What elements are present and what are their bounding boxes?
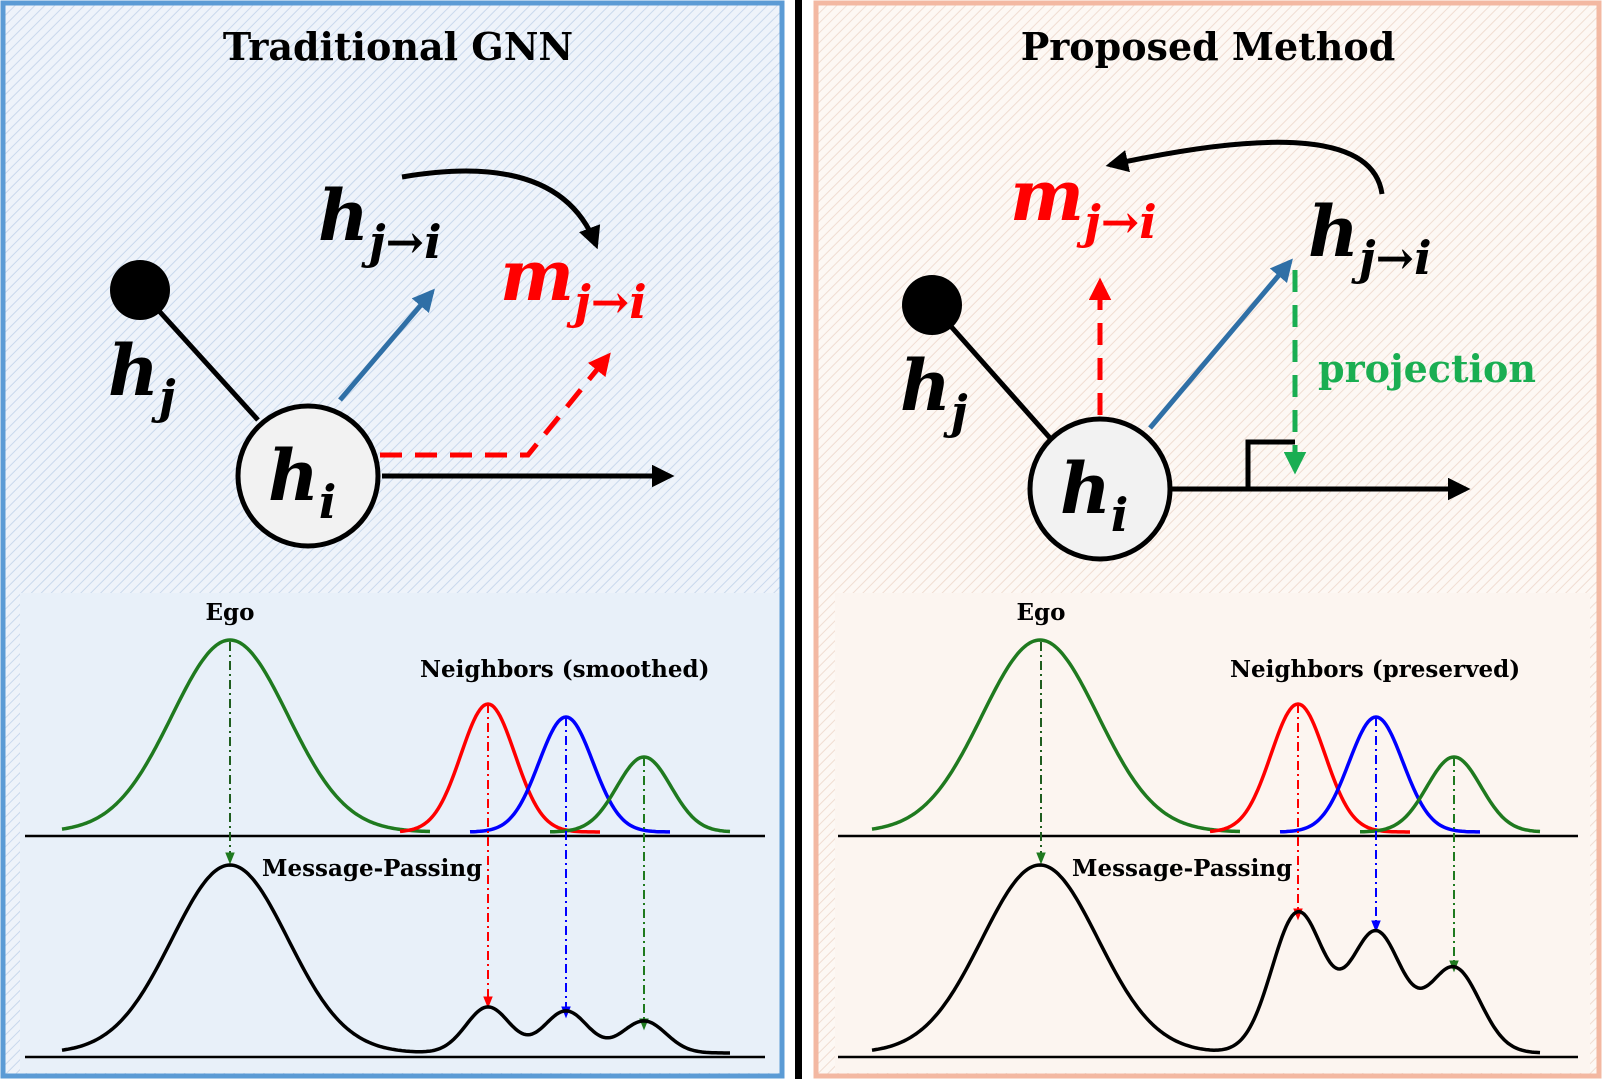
left-title: Traditional GNN	[223, 24, 573, 69]
right-label-hji: hj→i	[1308, 190, 1432, 285]
left-ego-label: Ego	[206, 599, 255, 626]
panel-divider	[795, 0, 802, 1079]
right-label-hj-base: h	[900, 344, 951, 427]
left-neighbor-green-curve	[550, 755, 731, 834]
left-node-j	[110, 260, 170, 320]
right-message-passing-curve	[871, 863, 1541, 1055]
left-label-hji-sub: j→i	[361, 215, 442, 269]
right-title: Proposed Method	[1021, 24, 1396, 69]
right-panel: Proposed Method hj mj→i hj→i projection …	[813, 0, 1602, 1079]
right-node-j	[902, 275, 962, 335]
right-vector-hji	[1148, 258, 1293, 430]
left-message-passing-curve	[61, 863, 730, 1055]
right-label-hji-sub: j→i	[1351, 231, 1432, 285]
left-neighbor-blue-curve	[469, 715, 670, 834]
right-neighbor-blue-curve	[1279, 715, 1480, 834]
right-panel-border	[813, 0, 1602, 1079]
left-label-mji-sub: j→i	[566, 275, 647, 329]
right-curved-arrow	[1105, 139, 1385, 195]
right-label-mji: mj→i	[1010, 154, 1157, 249]
left-label-hji-base: h	[318, 174, 369, 257]
left-ego-curve	[61, 638, 431, 834]
right-projection-label: projection	[1318, 346, 1536, 391]
left-label-hi-base: h	[268, 434, 319, 517]
right-label-hj: hj	[900, 344, 968, 439]
right-node-i	[1027, 416, 1173, 562]
right-label-hi-base: h	[1060, 447, 1111, 530]
left-label-hj: hj	[108, 329, 176, 424]
left-vector-hji	[338, 288, 435, 402]
left-label-mji-base: m	[500, 234, 574, 317]
right-message-passing-label: Message-Passing	[1072, 855, 1292, 882]
left-label-hi: hi	[268, 434, 336, 529]
left-panel-border	[0, 0, 785, 1079]
right-neighbors-label: Neighbors (preserved)	[1230, 656, 1520, 683]
left-message-passing-label: Message-Passing	[262, 855, 482, 882]
left-panel: Traditional GNN hj hj→i mj→i hi Ego Neig…	[0, 0, 785, 1079]
left-label-mji: mj→i	[500, 234, 647, 329]
right-ego-curve	[871, 638, 1241, 834]
left-label-hi-sub: i	[319, 475, 336, 529]
left-label-hji: hj→i	[318, 174, 442, 269]
right-label-hi-sub: i	[1111, 488, 1128, 542]
right-angle-marker	[1245, 439, 1295, 489]
right-label-hji-base: h	[1308, 190, 1359, 273]
right-label-hi: hi	[1060, 447, 1128, 542]
right-neighbor-green-curve	[1360, 755, 1541, 834]
right-label-mji-sub: j→i	[1076, 195, 1157, 249]
left-neighbors-label: Neighbors (smoothed)	[420, 656, 710, 683]
right-label-mji-base: m	[1010, 154, 1084, 237]
left-message-arrow	[380, 352, 611, 458]
left-curved-arrow	[401, 168, 601, 250]
left-node-i	[235, 403, 381, 549]
left-label-hj-base: h	[108, 329, 159, 412]
right-ego-label: Ego	[1017, 599, 1066, 626]
